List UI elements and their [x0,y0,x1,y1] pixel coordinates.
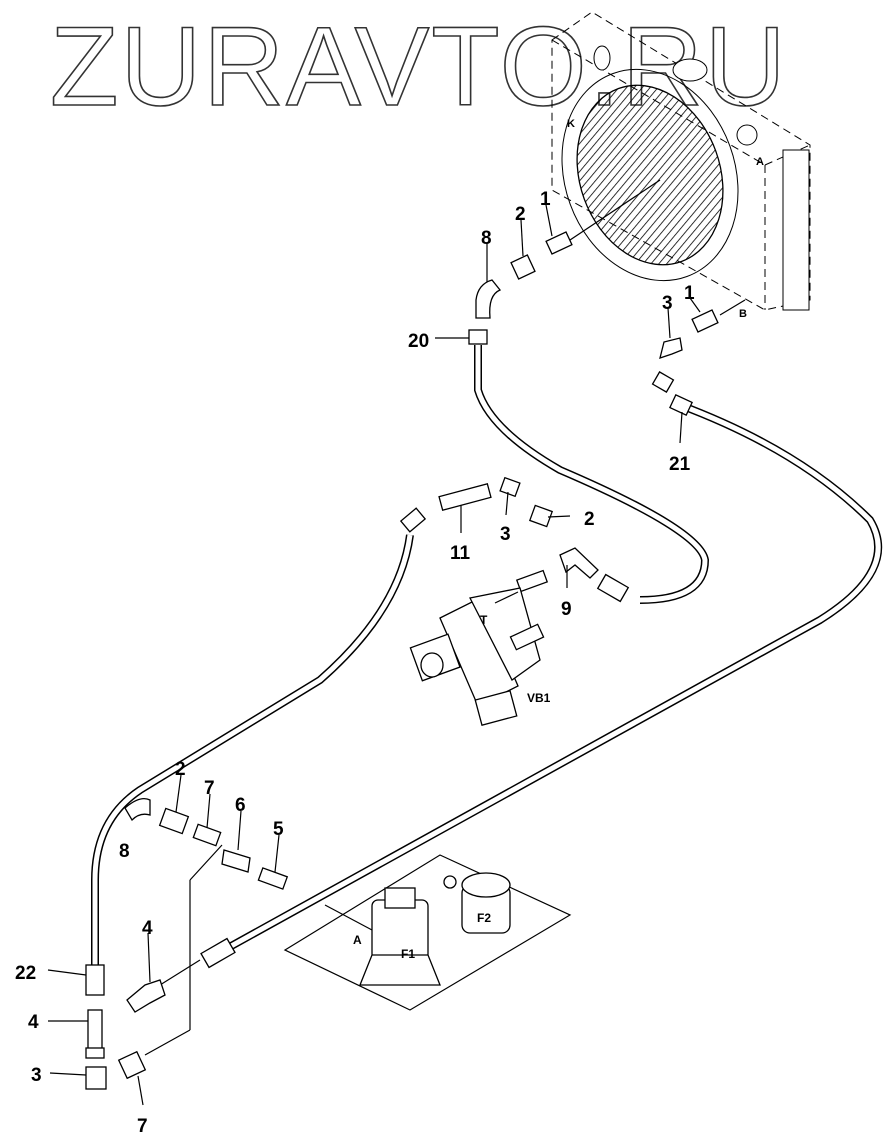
fittings [85,231,719,1090]
callout-4: 4 [142,918,153,939]
radiator-label-b: B [739,308,747,320]
callout-5: 5 [273,819,284,840]
radiator-label-k: K [567,118,575,130]
callout-1: 1 [540,189,551,210]
callout-4: 4 [28,1012,39,1033]
callout-21: 21 [669,454,691,475]
callout-numbers: 1 2 8 1 3 20 21 11 3 2 9 2 7 6 5 8 4 22 … [15,189,695,1137]
callout-3: 3 [31,1065,42,1086]
callout-9: 9 [561,599,572,620]
valve-block-vb1: T VB1 [409,587,551,727]
callout-2: 2 [515,204,526,225]
hoses [91,345,883,1056]
callout-7: 7 [137,1116,148,1137]
callout-8: 8 [119,841,130,862]
filter-plate: A F1 F2 [283,854,572,1011]
callout-11: 11 [450,543,471,564]
valve-label-vb1: VB1 [527,691,551,705]
callout-7: 7 [204,778,215,799]
callout-2: 2 [175,759,186,780]
filter-label-f2: F2 [477,911,491,925]
filter-label-f1: F1 [401,947,415,961]
callout-20: 20 [408,331,429,352]
callout-8: 8 [481,228,492,249]
radiator: K A B [551,11,811,320]
callout-3: 3 [662,293,673,314]
callout-1: 1 [684,283,695,304]
filter-label-a: A [353,933,362,947]
callout-2: 2 [584,509,595,530]
callout-6: 6 [235,795,246,816]
radiator-label-a: A [756,156,764,168]
leader-lines [47,204,701,1106]
valve-label-t: T [480,613,488,627]
callout-3: 3 [500,524,511,545]
callout-22: 22 [15,963,36,984]
